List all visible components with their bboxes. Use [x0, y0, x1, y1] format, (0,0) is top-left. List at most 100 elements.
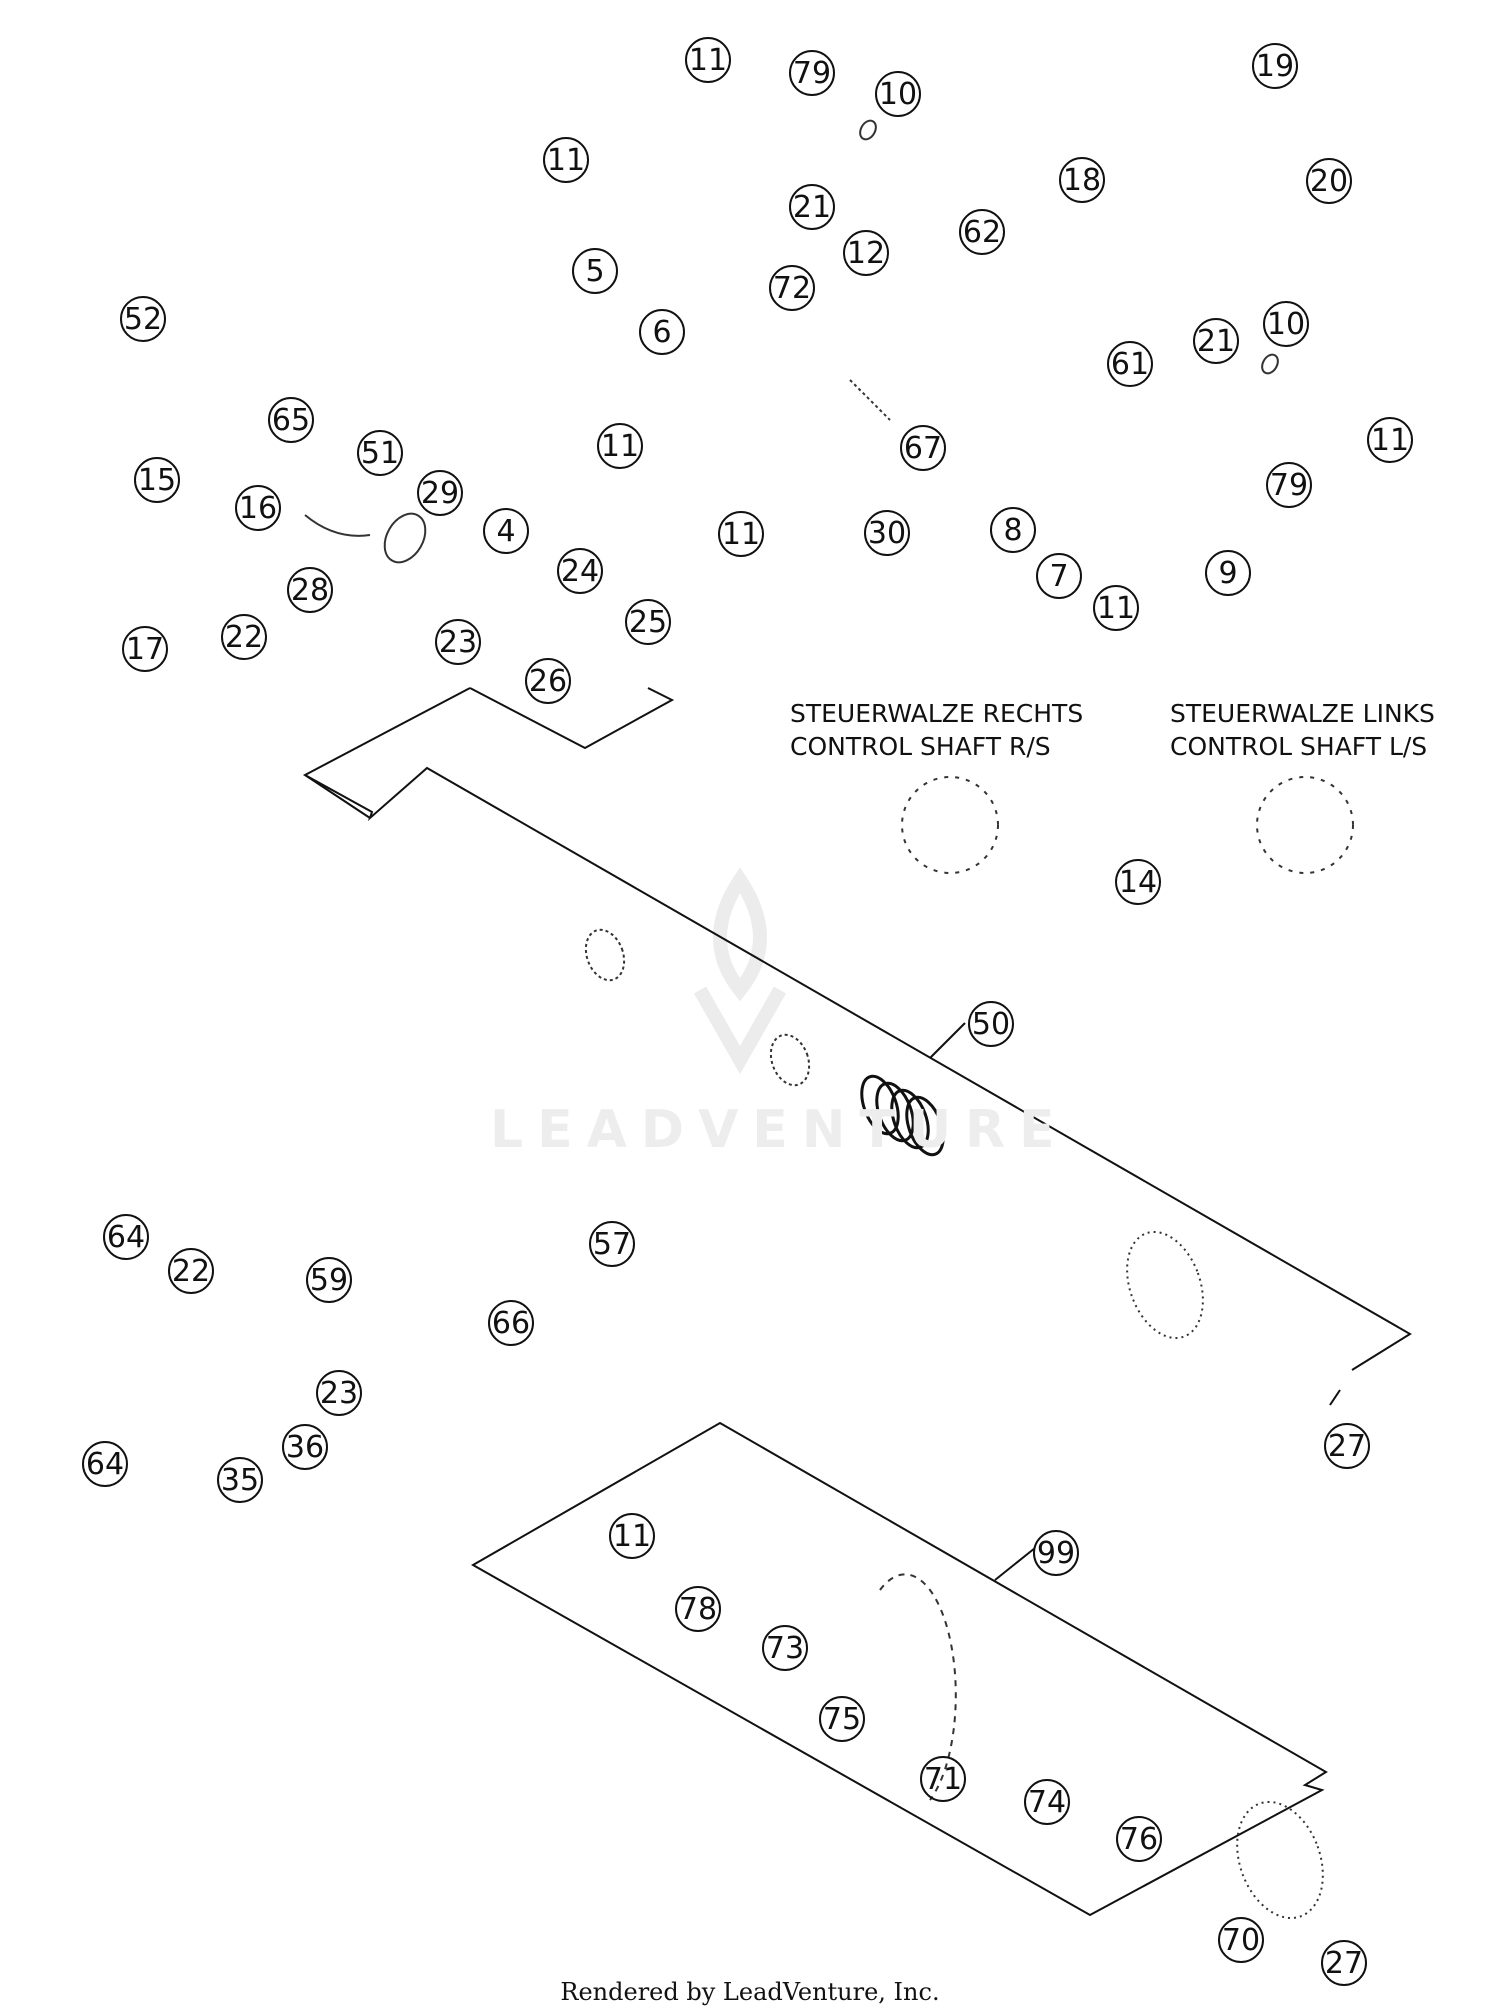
callout-24: 24 — [557, 548, 603, 594]
control-shaft-rs-circle — [901, 776, 999, 874]
callout-ring — [168, 1248, 214, 1294]
callout-19: 19 — [1252, 43, 1298, 89]
callout-28: 28 — [287, 567, 333, 613]
callout-ring — [589, 1221, 635, 1267]
callout-number: 78 — [679, 1592, 717, 1627]
callout-5: 5 — [572, 248, 618, 294]
callout-ring — [120, 296, 166, 342]
callout-number: 27 — [1325, 1946, 1363, 1981]
callout-ring — [1033, 1530, 1079, 1576]
footer-credit: Rendered by LeadVenture, Inc. — [560, 1978, 940, 2006]
callout-number: 62 — [963, 215, 1001, 250]
callout-ring — [525, 658, 571, 704]
set-99-box — [470, 1421, 1328, 1917]
callout-76: 76 — [1116, 1816, 1162, 1862]
callout-ring — [82, 1441, 128, 1487]
callout-11: 11 — [609, 1513, 655, 1559]
callout-number: 11 — [613, 1519, 651, 1554]
callout-number: 9 — [1218, 556, 1237, 591]
callout-number: 11 — [601, 429, 639, 464]
callout-ring — [1115, 859, 1161, 905]
callout-64: 64 — [103, 1214, 149, 1260]
gear-right — [1126, 1230, 1204, 1340]
callout-70: 70 — [1218, 1917, 1264, 1963]
gear-70 — [1236, 1800, 1324, 1920]
callout-23: 23 — [316, 1370, 362, 1416]
callout-ring — [959, 209, 1005, 255]
callout-number: 21 — [1197, 324, 1235, 359]
label-right-de: STEUERWALZE RECHTS — [790, 699, 1083, 728]
callout-ring — [843, 230, 889, 276]
callout-number: 24 — [561, 554, 599, 589]
callout-26: 26 — [525, 658, 571, 704]
callout-72: 72 — [769, 265, 815, 311]
callout-ring — [287, 567, 333, 613]
callout-67: 67 — [900, 425, 946, 471]
callout-8: 8 — [990, 507, 1036, 553]
callout-number: 66 — [492, 1306, 530, 1341]
callout-number: 65 — [272, 403, 310, 438]
callout-ring — [122, 626, 168, 672]
callout-10: 10 — [875, 71, 921, 117]
callout-ring — [557, 548, 603, 594]
washer-10-top — [859, 119, 877, 141]
callout-ring — [625, 599, 671, 645]
callout-ring — [789, 50, 835, 96]
callout-35: 35 — [217, 1457, 263, 1503]
callout-ring — [718, 511, 764, 557]
callout-25: 25 — [625, 599, 671, 645]
callout-ring — [134, 457, 180, 503]
watermark-logo — [693, 867, 787, 1075]
callout-number: 57 — [593, 1227, 631, 1262]
callout-18: 18 — [1059, 157, 1105, 203]
callout-50: 50 — [968, 1001, 1014, 1047]
callout-4: 4 — [483, 508, 529, 554]
watermark: LEADVENTURE — [490, 1100, 1069, 1160]
leader-50 — [929, 1022, 966, 1059]
part-16 — [304, 514, 371, 537]
callout-number: 8 — [1003, 513, 1022, 548]
callout-ring — [1367, 417, 1413, 463]
cylinder-99 — [879, 1573, 957, 1801]
callout-ring — [282, 1424, 328, 1470]
callout-number: 20 — [1310, 164, 1348, 199]
callout-ring — [1059, 157, 1105, 203]
callout-ring — [357, 430, 403, 476]
callout-number: 15 — [138, 463, 176, 498]
callout-number: 11 — [1097, 591, 1135, 626]
callout-ring — [217, 1457, 263, 1503]
group-23-26-box — [302, 687, 1412, 1371]
callout-number: 67 — [904, 431, 942, 466]
callout-7: 7 — [1036, 553, 1082, 599]
label-left-de: STEUERWALZE LINKS — [1170, 699, 1435, 728]
callout-11: 11 — [597, 423, 643, 469]
callout-number: 75 — [823, 1702, 861, 1737]
callout-number: 26 — [529, 664, 567, 699]
callout-ring — [990, 507, 1036, 553]
callout-ring — [597, 423, 643, 469]
callout-number: 22 — [225, 620, 263, 655]
callout-ring — [920, 1756, 966, 1802]
callout-number: 70 — [1222, 1923, 1260, 1958]
callout-23: 23 — [435, 619, 481, 665]
control-shaft-ls-circle — [1256, 776, 1354, 874]
callout-number: 27 — [1328, 1429, 1366, 1464]
leader-99 — [994, 1547, 1036, 1581]
callout-61: 61 — [1107, 341, 1153, 387]
callout-number: 4 — [496, 514, 515, 549]
callout-57: 57 — [589, 1221, 635, 1267]
callout-14: 14 — [1115, 859, 1161, 905]
callout-11: 11 — [718, 511, 764, 557]
callout-ring — [1266, 462, 1312, 508]
callout-21: 21 — [789, 184, 835, 230]
callout-ring — [685, 37, 731, 83]
callout-11: 11 — [543, 137, 589, 183]
shift-drum-box — [304, 774, 371, 819]
spring — [860, 1074, 945, 1157]
callout-ring — [417, 470, 463, 516]
callout-number: 64 — [86, 1447, 124, 1482]
callout-number: 10 — [1267, 307, 1305, 342]
callout-number: 23 — [320, 1376, 358, 1411]
callout-number: 30 — [868, 516, 906, 551]
